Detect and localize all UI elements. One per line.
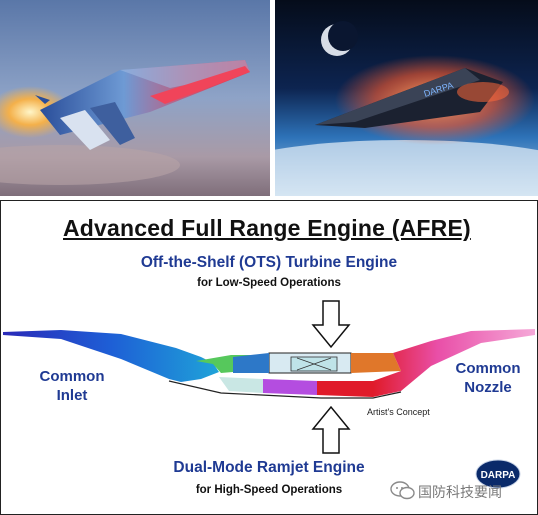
turbine-engine-title: Off-the-Shelf (OTS) Turbine Engine: [140, 254, 398, 271]
wechat-icon: [390, 481, 415, 500]
watermark-text: 国防科技要闻: [418, 485, 502, 501]
engine-diagram: [3, 300, 535, 454]
artist-concept-caption: Artist's Concept: [367, 407, 430, 417]
arrow-up-icon: [311, 405, 351, 454]
hypersonic-vehicle-reentry-photo: DARPA: [275, 0, 538, 196]
svg-text:DARPA: DARPA: [481, 470, 516, 481]
common-inlet-shape: [3, 330, 219, 382]
ramjet-isolator-shape: [263, 379, 317, 395]
watermark: 国防科技要闻: [388, 480, 536, 504]
common-nozzle-shape: [373, 329, 535, 397]
ramjet-engine-title: Dual-Mode Ramjet Engine: [173, 459, 365, 476]
ramjet-combustor-shape: [317, 381, 373, 397]
ramjet-engine-subtitle: for High-Speed Operations: [195, 484, 343, 496]
turbine-engine-subtitle: for Low-Speed Operations: [197, 277, 341, 289]
darpa-logo: DARPA: [475, 459, 521, 489]
ramjet-inlet-duct: [219, 377, 263, 393]
diagram-title: Advanced Full Range Engine (AFRE): [63, 215, 471, 241]
hypersonic-aircraft-photo: [0, 0, 270, 196]
arrow-down-icon: [311, 300, 351, 349]
afre-diagram-panel: Advanced Full Range Engine (AFRE) Off-th…: [0, 200, 538, 515]
